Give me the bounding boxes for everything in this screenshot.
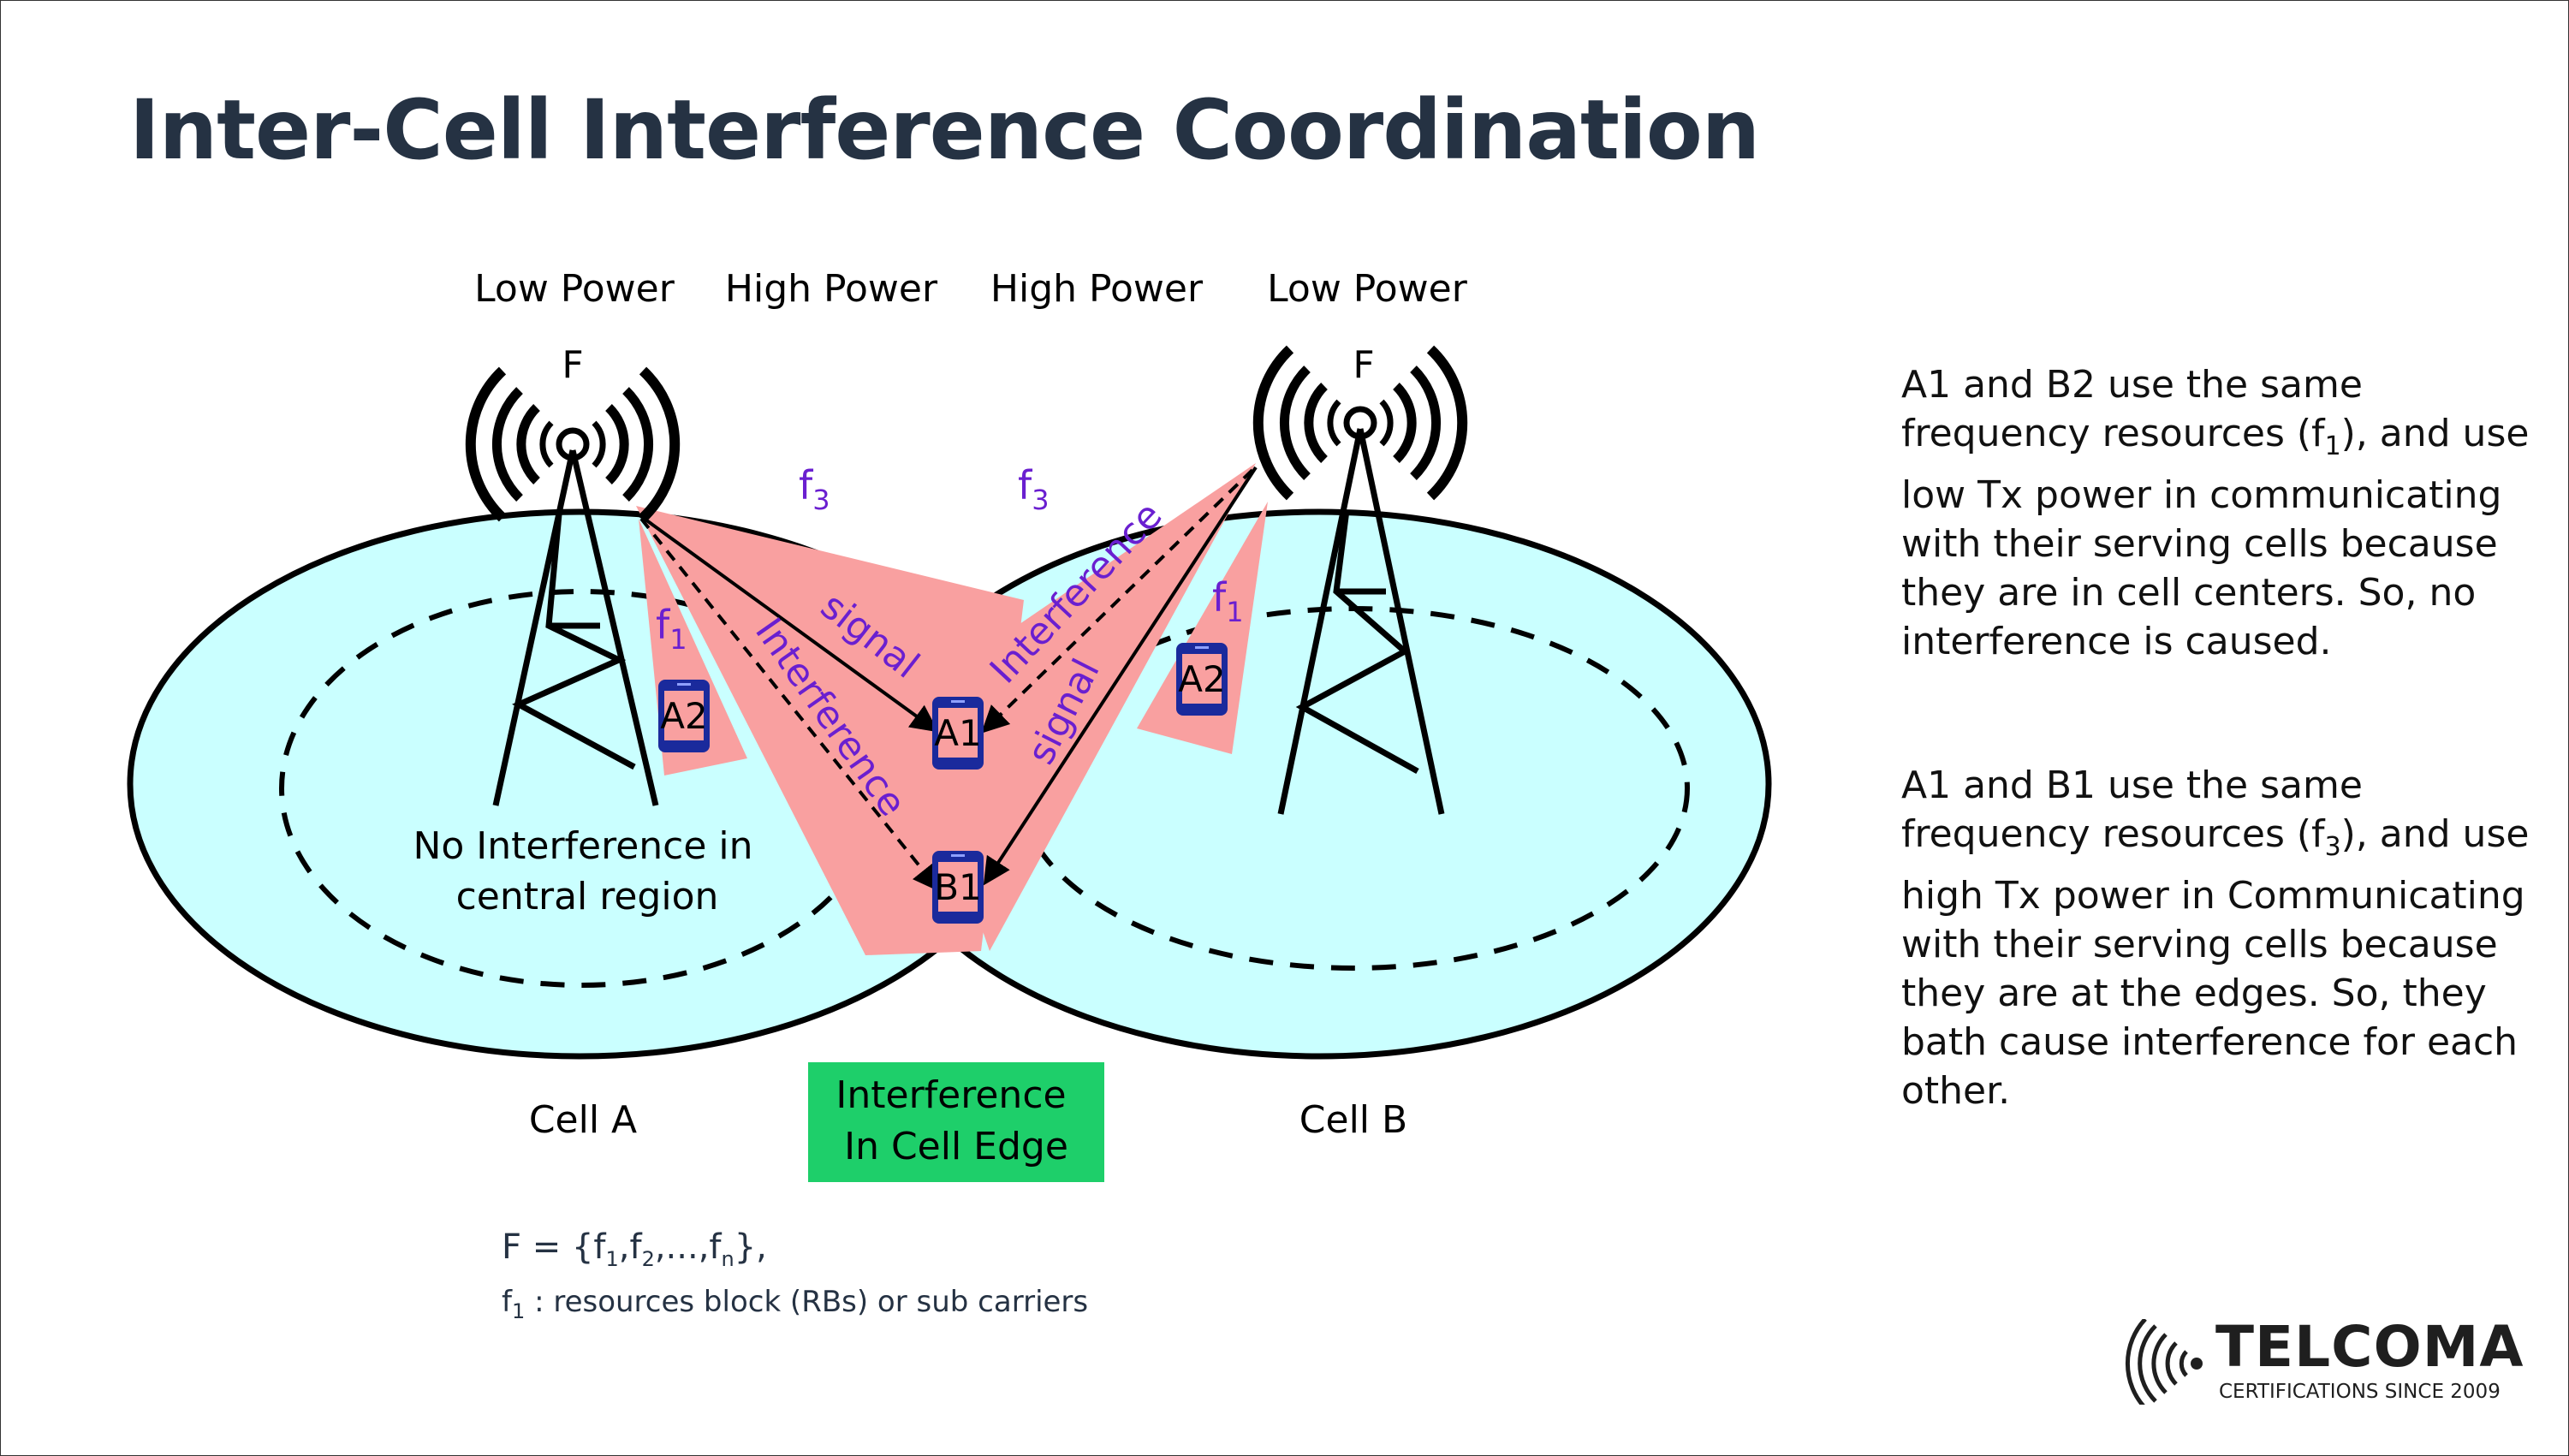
beam-b-to-a1	[904, 463, 1256, 951]
cell-b-label: Cell B	[1299, 1098, 1407, 1142]
phone-a2-left: A2	[658, 680, 710, 752]
freq-label-f1-right: f1	[1212, 574, 1244, 628]
logo-tagline: CERTIFICATIONS SINCE 2009	[2219, 1381, 2501, 1403]
power-label-high-right: High Power	[990, 267, 1204, 311]
phone-b1: B1	[932, 851, 984, 924]
signal-arrow-a-to-a1	[634, 511, 939, 733]
beam-b-to-a2	[1137, 502, 1268, 754]
telcoma-logo: TELCOMA CERTIFICATIONS SINCE 2009	[2102, 1314, 2530, 1410]
phone-a1: A1	[932, 697, 984, 770]
tower-a-label: F	[562, 343, 583, 387]
phone-a2-right: A2	[1176, 643, 1228, 716]
tower-b	[1252, 345, 1468, 815]
power-label-low-left: Low Power	[474, 267, 675, 311]
legend-frequency-set: F = {f1,f2,...,fn},	[502, 1227, 767, 1271]
legend-resource-definition: f1 : resources block (RBs) or sub carrie…	[502, 1285, 1089, 1323]
freq-label-f3-left: f3	[799, 462, 830, 516]
edge-interference-box	[808, 1062, 1104, 1182]
svg-text:A2: A2	[660, 695, 707, 737]
svg-text:A2: A2	[1178, 658, 1225, 700]
interference-arrow-b-to-a1	[981, 468, 1254, 734]
explanation-paragraph-2: A1 and B1 use the same frequency resourc…	[1901, 764, 2530, 1113]
power-label-low-right: Low Power	[1267, 267, 1468, 311]
svg-text:B1: B1	[934, 866, 982, 908]
beam-a-to-b1	[636, 506, 1024, 955]
freq-label-f3-right: f3	[1018, 462, 1050, 516]
explanation-paragraph-1: A1 and B2 use the same frequency resourc…	[1901, 363, 2530, 663]
power-label-high-left: High Power	[725, 267, 938, 311]
tower-b-label: F	[1353, 343, 1374, 387]
signal-waves-icon	[2125, 1317, 2203, 1410]
signal-arrow-b-to-b1	[983, 466, 1258, 886]
cell-a-label: Cell A	[529, 1098, 637, 1142]
logo-name: TELCOMA	[2215, 1314, 2524, 1380]
freq-label-f1-left: f1	[656, 602, 687, 656]
edge-box-line2: In Cell Edge	[844, 1125, 1068, 1168]
center-note-line1: No Interference in	[413, 824, 752, 868]
svg-text:A1: A1	[934, 712, 981, 754]
page-title: Inter-Cell Interference Coordination	[129, 82, 1760, 178]
interference-arrow-a-to-b1	[639, 517, 941, 893]
edge-box-line1: Interference	[836, 1073, 1066, 1117]
tower-a	[465, 366, 681, 806]
center-note-line2: central region	[456, 875, 719, 918]
